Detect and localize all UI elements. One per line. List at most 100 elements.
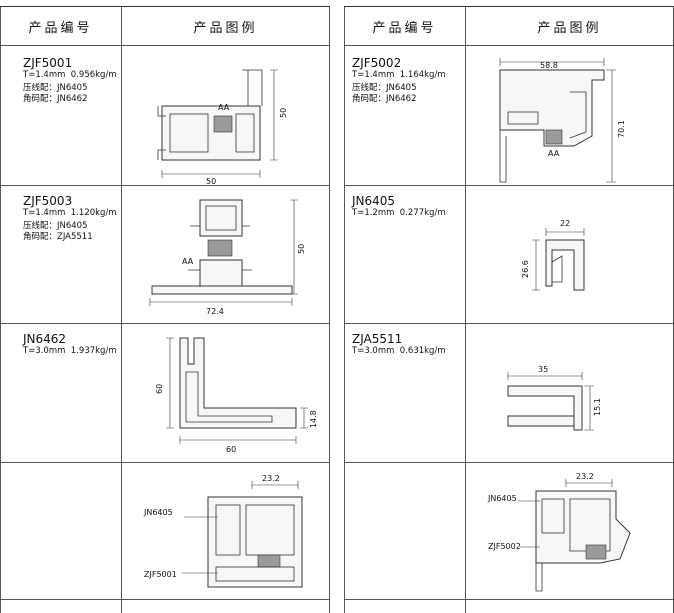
profile-chamber	[569, 91, 587, 139]
dimension-line	[290, 199, 298, 295]
assembly-chamber	[569, 498, 611, 552]
profile-drawing-zjf5001: AA 50 50	[157, 69, 288, 185]
label-aa: AA	[218, 103, 230, 112]
insulation-strip	[207, 239, 233, 257]
dimension-height: 50	[279, 108, 288, 118]
product-spec: T=3.0mm 0.631kg/m	[352, 346, 446, 356]
label-frame: ZJF5002	[488, 542, 521, 551]
assembly-leg	[535, 563, 543, 592]
corner-key-lower	[507, 415, 575, 427]
dimension-line	[584, 385, 594, 431]
header-code: 产品编号	[372, 20, 437, 36]
dimension-width: 23.2	[262, 474, 280, 483]
product-spec: T=1.4mm 1.164kg/m	[352, 70, 446, 80]
profile-flange	[242, 69, 263, 106]
profile-drawing-zjf5003: AA 50 72.4	[149, 199, 306, 316]
bead-profile	[545, 239, 585, 291]
dimension-height: 50	[297, 244, 306, 254]
left-table: 产品编号 产品图例 ZJF5001 T=1.4mm 0.956kg/m 压线配：…	[0, 6, 330, 613]
dimension-width: 58.8	[540, 61, 558, 70]
header-divider	[344, 45, 674, 46]
profile-drawing-jn6462: 60 60 14.8	[155, 337, 318, 454]
corner-key-upper	[507, 385, 583, 431]
profile-chamber	[507, 111, 539, 125]
assembly-base	[215, 566, 295, 582]
profile-chamber	[169, 113, 209, 153]
dimension-line	[161, 170, 261, 178]
label-aa: AA	[182, 257, 194, 266]
profile-lower	[199, 259, 243, 287]
dimension-height: 70.1	[617, 120, 626, 138]
label-pressline: JN6405	[487, 494, 517, 503]
product-code: JN6405	[352, 194, 396, 208]
dimension-width: 60	[226, 445, 236, 454]
column-divider	[121, 7, 122, 613]
dimension-height: 15.1	[593, 398, 602, 416]
product-spec: T=3.0mm 1.937kg/m	[23, 346, 117, 356]
table-border-left	[344, 7, 345, 613]
row-divider	[0, 462, 330, 463]
assembly-outer	[535, 490, 631, 564]
bead-lip	[551, 255, 563, 283]
dimension-height: 60	[155, 384, 164, 394]
product-code: ZJA5511	[352, 332, 403, 346]
dimension-line	[606, 69, 616, 183]
insulation-strip	[585, 544, 607, 560]
label-frame: ZJF5001	[144, 570, 177, 579]
dimension-line	[270, 69, 278, 161]
profile-drawing-zjf5002: 58.8 70.1 AA	[499, 58, 626, 183]
table-border-right	[329, 7, 330, 613]
assembly-chamber	[541, 498, 565, 534]
row-divider	[0, 185, 330, 186]
product-code: ZJF5003	[23, 194, 73, 208]
column-divider	[465, 7, 466, 613]
product-code: ZJF5002	[352, 56, 402, 70]
dimension-line	[545, 228, 585, 236]
profile-outline	[161, 105, 261, 161]
product-corner: 角码配：JN6462	[352, 94, 417, 104]
dimension-line	[251, 481, 299, 489]
dimension-width: 35	[538, 365, 548, 374]
product-code: JN6462	[23, 332, 67, 346]
header-code: 产品编号	[28, 20, 93, 36]
table-border-left	[0, 7, 1, 613]
dimension-width: 72.4	[206, 307, 224, 316]
product-spec: T=1.4mm 0.956kg/m	[23, 70, 117, 80]
product-pressline: 压线配：JN6405	[23, 83, 88, 93]
assembly-drawing-zjf5001: 23.2 JN6405 ZJF5001	[143, 474, 303, 588]
profile-leg	[499, 130, 507, 183]
label-aa: AA	[548, 149, 560, 158]
profile-drawing-jn6405: 22 26.6	[521, 219, 585, 291]
product-corner: 角码配：ZJA5511	[23, 232, 93, 242]
corner-profile-outline	[179, 337, 297, 429]
product-pressline: 压线配：JN6405	[23, 221, 88, 231]
row-divider	[344, 185, 674, 186]
dimension-width: 50	[206, 177, 216, 185]
header-figure: 产品图例	[537, 20, 602, 36]
corner-profile-chamber	[185, 371, 273, 423]
row-divider	[0, 323, 330, 324]
header-divider	[0, 45, 330, 46]
dimension-line	[166, 337, 174, 429]
dimension-height: 26.6	[521, 260, 530, 278]
insulation-strip	[213, 115, 233, 133]
product-code: ZJF5001	[23, 56, 73, 70]
dimension-line	[300, 407, 308, 429]
product-spec: T=1.2mm 0.277kg/m	[352, 208, 446, 218]
profile-outline	[499, 69, 605, 147]
row-divider	[344, 462, 674, 463]
profile-base	[151, 285, 293, 295]
product-corner: 角码配：JN6462	[23, 94, 88, 104]
leader-line	[518, 500, 540, 548]
profile-chamber	[205, 205, 237, 231]
assembly-drawing-zjf5002: 23.2 JN6405 ZJF5002	[487, 472, 631, 592]
dimension-width: 22	[560, 219, 570, 228]
header-figure: 产品图例	[193, 20, 258, 36]
profile-chamber	[235, 113, 255, 153]
dimension-line	[499, 58, 605, 66]
assembly-outer	[207, 496, 303, 588]
product-spec: T=1.4mm 1.120kg/m	[23, 208, 117, 218]
row-divider	[344, 599, 674, 600]
profile-hook	[188, 225, 252, 271]
assembly-chamber	[215, 504, 241, 556]
